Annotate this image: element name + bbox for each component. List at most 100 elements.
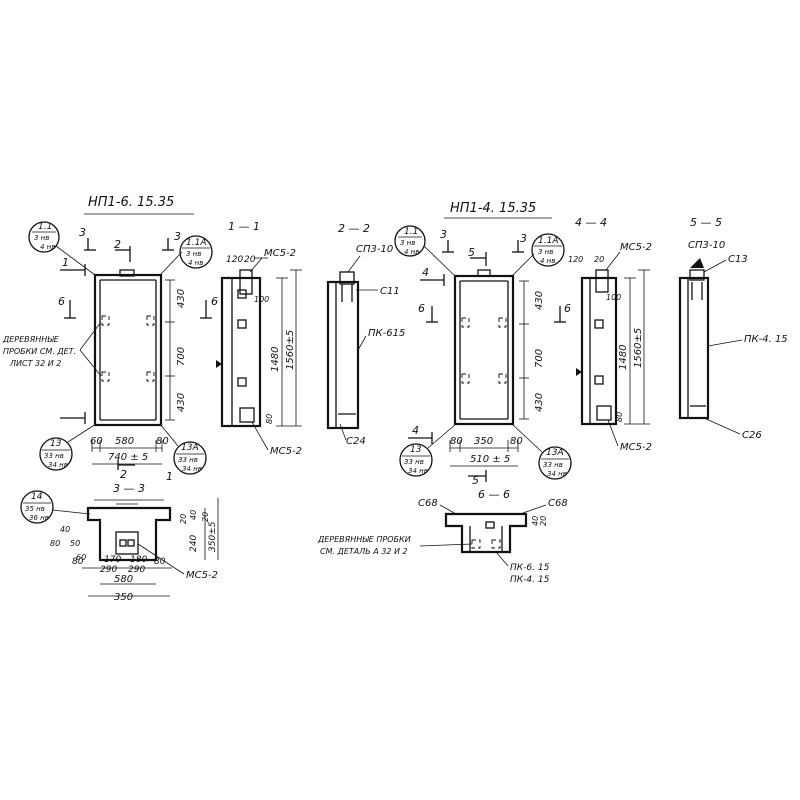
svg-text:ПК-615: ПК-615 [368,328,405,339]
svg-text:80: 80 [615,412,624,422]
svg-text:С68: С68 [418,498,438,509]
svg-text:34 нв: 34 нв [547,470,567,478]
section-3-3-view: 40 50 80 60 80 170 180 290 290 80 580 35… [50,498,219,603]
svg-text:35 нв: 35 нв [25,505,45,513]
svg-text:13A: 13A [181,443,199,453]
svg-text:1480: 1480 [618,345,629,370]
svg-text:3 нв: 3 нв [400,239,415,247]
callout-1-1-left: 1.1 3 нв 4 нв [28,221,96,276]
svg-text:510 ± 5: 510 ± 5 [470,454,510,465]
svg-text:33 нв: 33 нв [404,458,424,466]
svg-text:60: 60 [76,553,86,562]
svg-text:13A: 13A [546,448,564,458]
cut-mark-3: 3 [440,228,447,241]
title-section-5-5: 5 — 5 [690,216,722,229]
svg-text:120: 120 [226,255,243,265]
svg-text:240: 240 [189,535,199,552]
cut-mark-2: 2 [114,238,121,251]
cut-mark-3: 3 [79,226,86,239]
svg-text:3 нв: 3 нв [538,248,553,256]
cut-marks-np1-6: 3 3 2 1 6 6 2 1 [58,226,218,483]
svg-text:580: 580 [114,574,133,585]
callout-13a-right: 13A 33 нв 34 нв [511,423,572,480]
section-2-2-view: СП3-10 С11 ПК-615 С24 [326,244,405,447]
svg-text:МС5-2: МС5-2 [270,446,302,457]
title-np1-4: НП1-4. 15.35 [450,201,536,216]
svg-text:60: 60 [90,436,103,447]
title-section-2-2: 2 — 2 [338,222,370,235]
svg-text:40: 40 [189,510,198,520]
svg-text:13: 13 [50,439,62,449]
svg-text:350±5: 350±5 [208,521,218,552]
svg-text:80: 80 [265,414,274,424]
svg-text:34 нв: 34 нв [408,467,428,475]
svg-text:40: 40 [531,516,540,526]
callout-1-1a-left: 1.1A 3 нв 4 нв [179,235,213,269]
cut-mark-6: 6 [564,302,571,315]
svg-text:40: 40 [60,525,70,534]
dimensions-np1-4: 80 350 80 510 ± 5 430 700 430 [449,280,545,467]
svg-text:С11: С11 [380,286,400,297]
svg-text:ПРОБКИ СМ. ДЕТ.: ПРОБКИ СМ. ДЕТ. [3,347,76,356]
svg-text:20: 20 [594,255,604,264]
cut-mark-3: 3 [520,232,527,245]
svg-text:700: 700 [176,347,187,366]
svg-text:80: 80 [510,436,523,447]
svg-text:120: 120 [568,255,583,264]
svg-text:740 ± 5: 740 ± 5 [108,452,148,463]
cut-mark-4: 4 [412,424,419,437]
svg-text:290: 290 [128,565,145,575]
svg-text:СМ. ДЕТАЛЬ А 32 И 2: СМ. ДЕТАЛЬ А 32 И 2 [320,547,408,556]
svg-text:80: 80 [450,436,463,447]
cut-mark-1: 1 [166,470,173,483]
title-section-6-6: 6 — 6 [478,488,510,501]
callout-13-left: 13 33 нв 34 нв [39,423,97,471]
svg-text:СП3-10: СП3-10 [356,244,393,255]
title-np1-6: НП1-6. 15.35 [88,195,174,210]
svg-text:20: 20 [201,512,210,522]
callout-1-1a-right: 1.1A 3 нв 4 нв [531,233,565,267]
svg-text:430: 430 [176,393,187,412]
svg-text:С24: С24 [346,436,366,447]
svg-text:430: 430 [176,289,187,308]
svg-text:350: 350 [474,436,493,447]
svg-text:1.1A: 1.1A [186,238,206,248]
cut-mark-2: 2 [120,468,127,481]
svg-text:МС5-2: МС5-2 [620,242,652,253]
svg-text:С26: С26 [742,430,762,441]
dimensions-np1-6: 60 580 80 740 ± 5 430 700 430 [90,279,187,465]
svg-text:ПК-4. 15: ПК-4. 15 [510,575,550,585]
svg-text:290: 290 [100,565,117,575]
svg-text:1.1A: 1.1A [538,236,558,246]
panel-np1-6-front-view [93,251,183,427]
section-4-4-view: 120 20 100 1480 1560±5 80 МС5-2 МС5-2 [568,242,652,453]
cut-mark-5: 5 [468,246,475,259]
cut-mark-4: 4 [422,266,429,279]
svg-text:МС5-2: МС5-2 [264,248,296,259]
svg-text:4 нв: 4 нв [540,257,555,265]
svg-text:20: 20 [539,516,548,526]
svg-text:1560±5: 1560±5 [633,328,644,368]
svg-text:ПК-4. 15: ПК-4. 15 [744,334,788,345]
svg-text:700: 700 [534,349,545,368]
title-section-1-1: 1 — 1 [228,220,260,233]
svg-text:80: 80 [156,436,169,447]
svg-text:170: 170 [104,555,121,565]
svg-text:580: 580 [115,436,134,447]
svg-text:34 нв: 34 нв [48,461,68,469]
svg-text:33 нв: 33 нв [178,456,198,464]
svg-text:ДЕРЕВЯННЫЕ: ДЕРЕВЯННЫЕ [2,335,60,344]
cut-mark-3: 3 [174,230,181,243]
title-section-4-4: 4 — 4 [575,216,607,229]
svg-text:СП3-10: СП3-10 [688,240,725,251]
callout-1-1-right: 1.1 3 нв 4 нв [394,225,456,277]
svg-text:36 нв: 36 нв [29,514,49,522]
svg-text:ДЕРЕВЯННЫЕ ПРОБКИ: ДЕРЕВЯННЫЕ ПРОБКИ [317,535,411,544]
cut-mark-1: 1 [62,256,69,269]
svg-text:14: 14 [31,492,43,502]
callout-14: 14 35 нв 36 нв [20,490,91,524]
svg-text:33 нв: 33 нв [44,452,64,460]
svg-text:180: 180 [130,555,147,565]
svg-text:34 нв: 34 нв [182,465,202,473]
